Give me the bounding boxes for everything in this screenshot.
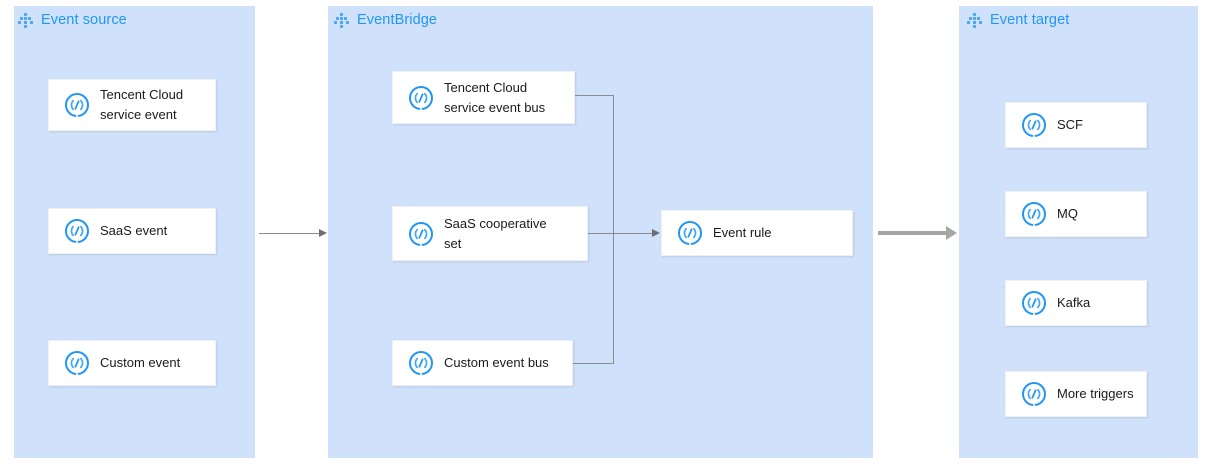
card-saas-cooperative-set[interactable]: SaaS cooperative set: [392, 206, 588, 261]
card-saas-event[interactable]: SaaS event: [48, 208, 216, 254]
event-circle-icon: [407, 220, 435, 248]
card-label: SaaS event: [100, 223, 168, 238]
card-custom-event-bus[interactable]: Custom event bus: [392, 340, 573, 386]
card-label: Custom event: [100, 355, 181, 370]
card-label: More triggers: [1057, 386, 1134, 401]
card-tencent-cloud-service-event[interactable]: Tencent Cloud service event: [48, 79, 216, 131]
event-circle-icon: [407, 349, 435, 377]
panel-title: Event target: [990, 12, 1070, 28]
event-circle-icon: [63, 349, 91, 377]
card-label: Tencent Cloud service event bus: [444, 79, 546, 115]
connector-bus-bottom-horizontal: [573, 363, 614, 364]
connector-to-event-rule-arrowhead: [652, 229, 660, 237]
event-circle-icon: [407, 84, 435, 112]
connector-bridge-to-target: [878, 231, 948, 235]
event-circle-icon: [63, 217, 91, 245]
connector-source-to-bridge-arrowhead: [319, 229, 327, 237]
panel-event-source-header: Event source: [18, 12, 127, 28]
card-event-rule[interactable]: Event rule: [661, 210, 853, 256]
card-scf[interactable]: SCF: [1005, 102, 1147, 148]
event-circle-icon: [1020, 111, 1048, 139]
card-kafka[interactable]: Kafka: [1005, 280, 1147, 326]
card-custom-event[interactable]: Custom event: [48, 340, 216, 386]
event-circle-icon: [1020, 380, 1048, 408]
cluster-dots-icon: [18, 12, 33, 28]
panel-title: Event source: [41, 12, 127, 28]
card-label: SaaS cooperative set: [444, 215, 547, 251]
card-label: Kafka: [1057, 295, 1091, 310]
event-circle-icon: [1020, 289, 1048, 317]
event-circle-icon: [676, 219, 704, 247]
cluster-dots-icon: [967, 12, 982, 28]
card-label: Tencent Cloud service event: [100, 87, 184, 122]
card-label: SCF: [1057, 117, 1083, 132]
event-circle-icon: [63, 91, 91, 119]
cluster-dots-icon: [334, 12, 349, 28]
panel-title: EventBridge: [357, 12, 438, 28]
card-label: MQ: [1057, 206, 1078, 221]
panel-event-target-header: Event target: [967, 12, 1069, 28]
connector-saas-to-event-rule: [588, 233, 655, 234]
card-label: Custom event bus: [444, 355, 549, 370]
connector-source-to-bridge: [259, 233, 321, 234]
connector-bus-top-horizontal: [575, 95, 614, 96]
connector-bridge-to-target-arrowhead: [946, 226, 957, 240]
event-circle-icon: [1020, 200, 1048, 228]
card-more-triggers[interactable]: More triggers: [1005, 371, 1147, 417]
card-mq[interactable]: MQ: [1005, 191, 1147, 237]
card-label: Event rule: [713, 225, 772, 240]
panel-eventbridge-header: EventBridge: [334, 12, 437, 28]
connector-bus-top-vertical: [613, 95, 614, 363]
card-tencent-cloud-service-event-bus[interactable]: Tencent Cloud service event bus: [392, 71, 575, 124]
